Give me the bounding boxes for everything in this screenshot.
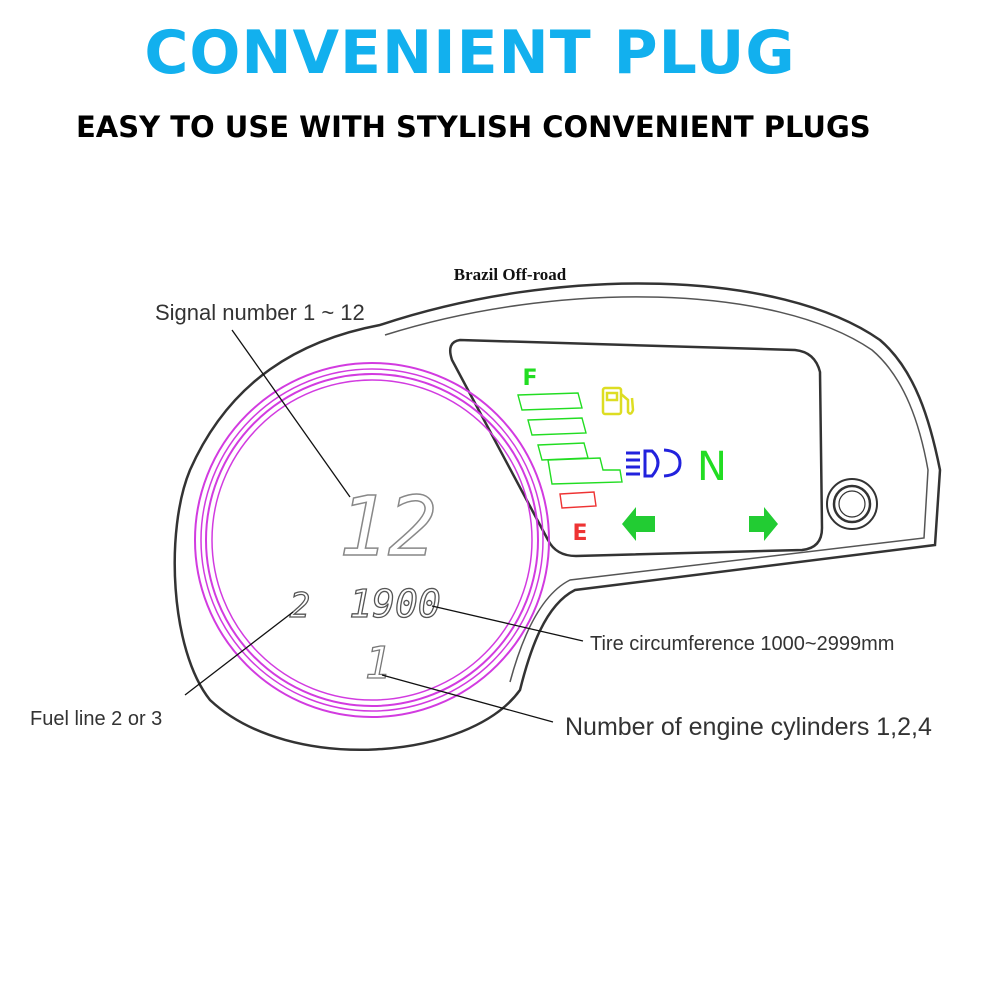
fuel-full-label: F bbox=[522, 366, 537, 391]
indicator-panel bbox=[449, 338, 824, 558]
cylinders-digit: 1 bbox=[365, 638, 392, 689]
housing-outline bbox=[173, 282, 942, 752]
signal-number-digits: 12 bbox=[339, 480, 438, 575]
fuel-line-digit: 2 bbox=[290, 586, 310, 626]
housing-inner-outline bbox=[384, 296, 929, 683]
fuel-empty-bar bbox=[559, 491, 597, 509]
headline-subtitle: EASY TO USE WITH STYLISH CONVENIENT PLUG… bbox=[76, 110, 871, 144]
right-turn-arrow-icon bbox=[749, 507, 778, 541]
signal-callout-label: Signal number 1 ~ 12 bbox=[155, 300, 365, 325]
speedometer-ring bbox=[194, 362, 550, 718]
tire-callout-label: Tire circumference 1000~2999mm bbox=[590, 633, 894, 655]
fuel-line-leader-line bbox=[184, 611, 294, 696]
left-turn-arrow-icon bbox=[622, 507, 655, 541]
headlight-icon bbox=[626, 448, 682, 478]
ignition-key-icon bbox=[826, 478, 878, 530]
signal-leader-line bbox=[231, 329, 351, 498]
tire-circumference-digits: 1900 bbox=[349, 582, 441, 626]
cylinders-callout-label: Number of engine cylinders 1,2,4 bbox=[565, 713, 932, 741]
fuel-empty-label: E bbox=[572, 521, 587, 546]
cylinders-leader-line bbox=[381, 674, 554, 723]
neutral-indicator: N bbox=[697, 444, 727, 490]
fuel-gauge-bars bbox=[517, 392, 623, 485]
tire-leader-line bbox=[431, 605, 584, 642]
fuel-line-callout-label: Fuel line 2 or 3 bbox=[30, 708, 162, 730]
headline-title: CONVENIENT PLUG bbox=[144, 18, 796, 88]
model-name: Brazil Off-road bbox=[454, 265, 567, 284]
fuel-pump-icon bbox=[601, 386, 635, 416]
